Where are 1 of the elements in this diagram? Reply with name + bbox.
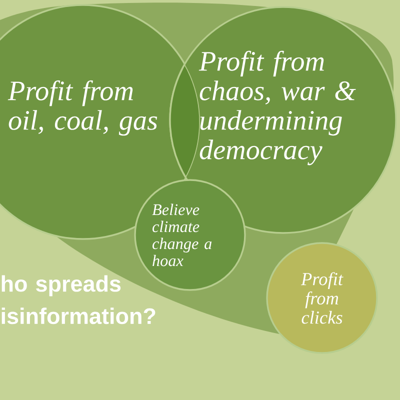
node-label: Profit from chaos, war & undermining democracy — [198, 50, 356, 166]
